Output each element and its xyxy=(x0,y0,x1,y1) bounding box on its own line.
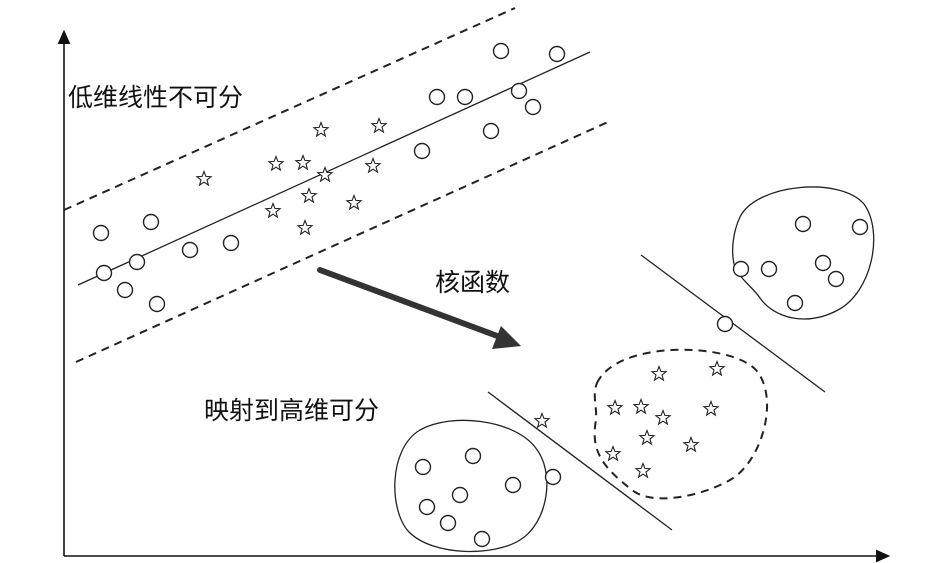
top-right-circle-cluster-boundary xyxy=(732,186,875,320)
bottom-left-circle-cluster-boundary xyxy=(394,419,548,553)
circle-point xyxy=(148,295,166,313)
circle-point xyxy=(492,42,510,60)
circle-point xyxy=(428,88,446,106)
circle-point xyxy=(716,315,734,333)
circle-point xyxy=(482,122,500,140)
star-point xyxy=(682,435,700,453)
star-point xyxy=(634,461,652,479)
circle-point xyxy=(814,254,832,272)
star-point xyxy=(195,169,213,187)
circle-point xyxy=(851,218,869,236)
circle-point xyxy=(92,224,110,242)
low-dim-lower-margin-line xyxy=(75,121,609,363)
star-point xyxy=(264,201,282,219)
high-dim-label: 映射到高维可分 xyxy=(204,396,379,425)
star-point xyxy=(345,193,363,211)
circle-point xyxy=(794,215,812,233)
circle-point xyxy=(181,241,199,259)
star-point xyxy=(654,408,672,426)
circle-points xyxy=(92,42,869,548)
circle-point xyxy=(544,468,562,486)
star-point xyxy=(533,411,551,429)
circle-point xyxy=(524,98,542,116)
star-point xyxy=(312,120,330,138)
star-point xyxy=(638,428,656,446)
low-dim-separating-line xyxy=(77,51,591,286)
circle-point xyxy=(413,142,431,160)
circle-point xyxy=(510,82,528,100)
star-point xyxy=(708,359,726,377)
star-point xyxy=(370,116,388,134)
star-point xyxy=(300,186,318,204)
high-dim-separating-line-left xyxy=(487,391,673,531)
star-point xyxy=(632,397,650,415)
star-cluster-boundary xyxy=(593,348,769,500)
circle-point xyxy=(142,213,160,231)
circle-point xyxy=(439,514,457,532)
star-point xyxy=(294,153,312,171)
circle-point xyxy=(504,476,522,494)
star-point xyxy=(606,398,624,416)
star-point xyxy=(702,399,720,417)
circle-point xyxy=(732,260,750,278)
star-point xyxy=(316,165,334,183)
circle-point xyxy=(456,88,474,106)
star-point xyxy=(267,154,285,172)
circle-point xyxy=(827,270,845,288)
star-point xyxy=(650,364,668,382)
circle-point xyxy=(414,458,432,476)
circle-point xyxy=(418,498,436,516)
low-dim-upper-margin-line xyxy=(63,7,516,211)
kernel-label: 核函数 xyxy=(435,268,510,297)
star-point xyxy=(604,444,622,462)
circle-point xyxy=(464,447,482,465)
circle-point xyxy=(95,264,113,282)
star-point xyxy=(296,218,314,236)
circle-point xyxy=(473,530,491,548)
circle-point xyxy=(786,294,804,312)
low-dim-label: 低维线性不可分 xyxy=(68,83,243,112)
circle-point xyxy=(116,281,134,299)
kernel-mapping-arrow xyxy=(317,267,521,349)
circle-point xyxy=(548,45,566,63)
circle-point xyxy=(128,253,146,271)
star-point xyxy=(364,156,382,174)
star-points xyxy=(195,116,726,479)
circle-point xyxy=(222,234,240,252)
circle-point xyxy=(760,260,778,278)
circle-point xyxy=(451,486,469,504)
